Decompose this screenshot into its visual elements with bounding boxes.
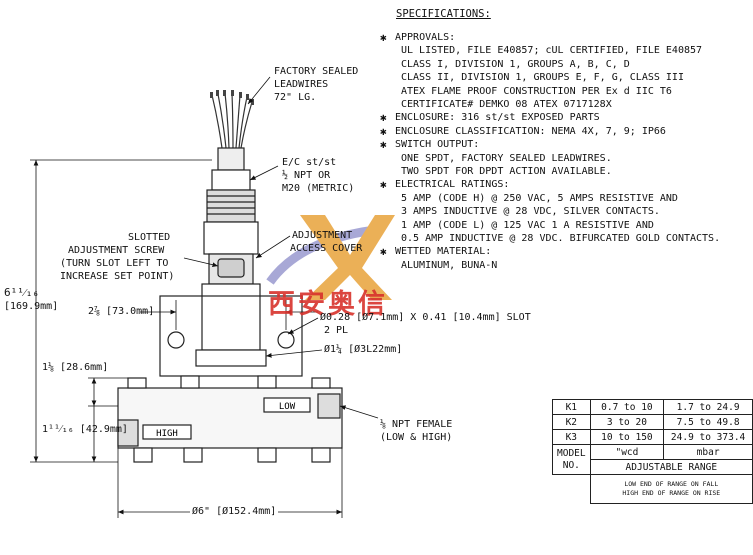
spec-heading: ENCLOSURE CLASSIFICATION: NEMA 4X, 7, 9;…: [395, 125, 666, 137]
callout-screw-1: SLOTTED: [128, 232, 171, 243]
callout-conduit-3: M20 (METRIC): [282, 183, 355, 194]
callout-screw-2: ADJUSTMENT SCREW: [68, 245, 165, 256]
dim-height-total-mm: [169.9mm]: [4, 301, 59, 312]
range-label: ADJUSTABLE RANGE: [589, 459, 753, 475]
callout-conduit-2: ½ NPT OR: [282, 170, 331, 181]
range-table: K1 0.7 to 10 1.7 to 24.9 K2 3 to 20 7.5 …: [552, 399, 753, 504]
dim-d2: 1¹¹⁄₁₆ [42.9mm]: [42, 424, 128, 435]
callout-port-1: ⅛ NPT FEMALE: [380, 419, 453, 430]
callout-port-2: (LOW & HIGH): [380, 432, 453, 443]
callout-slot-2: 2 PL: [324, 325, 349, 336]
callout-conduit-1: E/C st/st: [282, 157, 337, 168]
dimension-lines: [30, 159, 343, 518]
spec-bullet-icon: ✱: [380, 111, 387, 125]
note-1: LOW END OF RANGE ON FALL: [624, 480, 719, 488]
port-low-label: LOW: [279, 402, 296, 412]
specs-title: SPECIFICATIONS:: [396, 8, 491, 20]
callout-leadwires-3: 72" LG.: [274, 92, 317, 103]
spec-line: ONE SPDT, FACTORY SEALED LEADWIRES.: [401, 152, 612, 164]
table-row: MODEL NO. "wcd mbar: [552, 444, 753, 475]
spec-line: 0.5 AMP INDUCTIVE @ 28 VDC. BIFURCATED G…: [401, 233, 721, 244]
callout-leadwires-1: FACTORY SEALED: [274, 66, 359, 77]
row-mbar: 24.9 to 373.4: [663, 429, 753, 445]
dim-width: Ø6" [Ø152.4mm]: [190, 506, 279, 518]
blank-cell: [553, 475, 591, 504]
table-row: K2 3 to 20 7.5 to 49.8: [552, 414, 753, 430]
dim-height-total: 6¹¹⁄₁₆: [4, 286, 39, 299]
watermark-logo: [266, 215, 395, 300]
spec-heading: WETTED MATERIAL:: [395, 246, 492, 258]
row-mbar: 7.5 to 49.8: [663, 414, 753, 430]
table-row: K3 10 to 150 24.9 to 373.4: [552, 429, 753, 445]
leadwires: [211, 92, 253, 149]
spec-line: 3 AMPS INDUCTIVE @ 28 VDC, SILVER CONTAC…: [401, 206, 660, 218]
spec-line: CERTIFICATE# DEMKO 08 ATEX 0717128X: [401, 99, 612, 110]
mounting-plate: [159, 295, 303, 377]
spec-line: ATEX FLAME PROOF CONSTRUCTION PER Ex d I…: [401, 85, 672, 97]
callout-screw-4: INCREASE SET POINT): [60, 271, 175, 282]
spec-line: TWO SPDT FOR DPDT ACTION AVAILABLE.: [401, 166, 612, 177]
spec-line: CLASS I, DIVISION 1, GROUPS A, B, C, D: [401, 58, 630, 70]
spec-bullet-icon: ✱: [380, 138, 387, 152]
callout-bolt-circle: Ø1¼ [Ø3L22mm]: [324, 344, 403, 355]
dim-d1: 1⅛ [28.6mm]: [42, 362, 109, 373]
model-label: MODEL: [557, 447, 586, 459]
row-code: K3: [552, 429, 591, 445]
callout-access-1: ADJUSTMENT: [292, 230, 353, 241]
no-label: NO.: [562, 459, 580, 471]
spec-heading: ELECTRICAL RATINGS:: [395, 179, 510, 191]
spec-line: 5 AMP (CODE H) @ 250 VAC, 5 AMPS RESISTI…: [401, 192, 678, 204]
row-mbar: 1.7 to 24.9: [663, 399, 753, 415]
callout-leadwires-2: LEADWIRES: [274, 79, 329, 90]
spec-line: CLASS II, DIVISION 1, GROUPS E, F, G, CL…: [401, 72, 684, 84]
note-2: HIGH END OF RANGE ON RISE: [622, 489, 721, 497]
spec-bullet-icon: ✱: [380, 31, 387, 44]
spec-bullet-icon: ✱: [380, 124, 387, 138]
callout-screw-3: (TURN SLOT LEFT TO: [60, 258, 169, 269]
dim-plate-width: 2⅞ [73.0mm]: [88, 306, 155, 317]
leader-lines: [183, 76, 379, 419]
spec-bullet-icon: ✱: [380, 245, 387, 259]
row-wcd: 10 to 150: [589, 429, 665, 445]
row-wcd: 0.7 to 10: [589, 399, 665, 415]
watermark-text: 西安奥信: [268, 289, 388, 320]
table-row: LOW END OF RANGE ON FALL HIGH END OF RAN…: [553, 474, 753, 504]
switch-body: [195, 147, 267, 367]
row-wcd: 3 to 20: [589, 414, 665, 430]
port-high-label: HIGH: [156, 429, 178, 439]
row-code: K2: [552, 414, 591, 430]
pressure-housing: [117, 375, 343, 463]
spec-line: UL LISTED, FILE E40857; cUL CERTIFIED, F…: [401, 45, 703, 57]
spec-heading: APPROVALS:: [395, 32, 456, 43]
spec-bullet-icon: ✱: [380, 178, 387, 192]
row-code: K1: [552, 399, 591, 415]
spec-line: 1 AMP (CODE L) @ 125 VAC 1 A RESISTIVE A…: [401, 219, 654, 231]
callout-access-2: ACCESS COVER: [290, 243, 363, 254]
spec-line: ALUMINUM, BUNA-N: [401, 259, 498, 271]
callout-slot-1: Ø0.28 [Ø7.1mm] X 0.41 [10.4mm] SLOT: [320, 312, 531, 323]
spec-heading: SWITCH OUTPUT:: [395, 139, 480, 151]
table-row: K1 0.7 to 10 1.7 to 24.9: [552, 399, 753, 415]
spec-heading: ENCLOSURE: 316 st/st EXPOSED PARTS: [395, 112, 600, 124]
range-note: LOW END OF RANGE ON FALL HIGH END OF RAN…: [589, 474, 753, 504]
unit-wcd: "wcd: [589, 444, 665, 460]
unit-mbar: mbar: [663, 444, 753, 460]
model-no-cell: MODEL NO.: [552, 444, 591, 475]
